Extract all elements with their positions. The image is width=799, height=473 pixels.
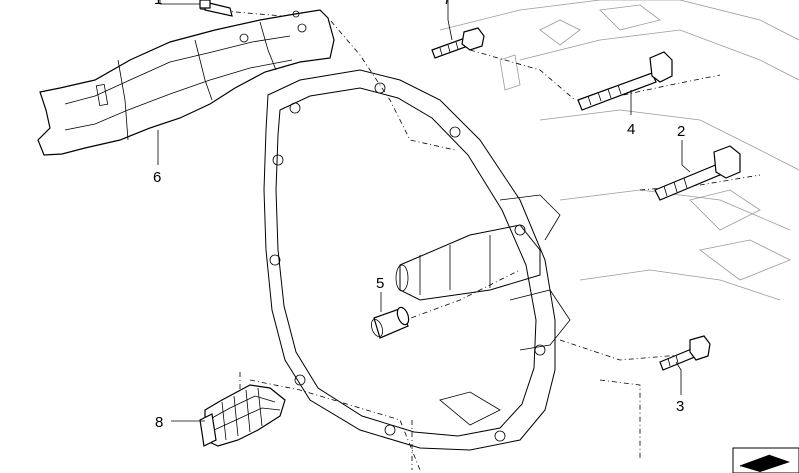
- bracket-part-8: [199, 384, 286, 447]
- bolt-part-4: [577, 51, 673, 111]
- callout-4: 4: [627, 121, 635, 138]
- bolt-part-3: [659, 335, 711, 371]
- bolt-part-1: [199, 0, 233, 17]
- gearbox-body: [439, 0, 799, 301]
- bolt-part-2: [654, 145, 741, 201]
- view-direction-icon: [732, 447, 799, 473]
- callout-3: 3: [676, 398, 684, 415]
- bolt-part-7: [431, 27, 485, 59]
- callout-labels: 1 7 4 2 6 5 3 8: [153, 0, 685, 431]
- callout-8: 8: [155, 414, 163, 431]
- bush-part-5: [370, 306, 410, 339]
- callout-6: 6: [153, 169, 161, 186]
- callout-5: 5: [376, 275, 384, 292]
- heat-shield-part-6: [37, 9, 335, 156]
- leader-lines: [157, 0, 691, 422]
- callout-2: 2: [677, 123, 685, 140]
- bell-housing: [263, 69, 571, 451]
- callout-1: 1: [154, 0, 162, 8]
- callout-7: 7: [443, 0, 451, 8]
